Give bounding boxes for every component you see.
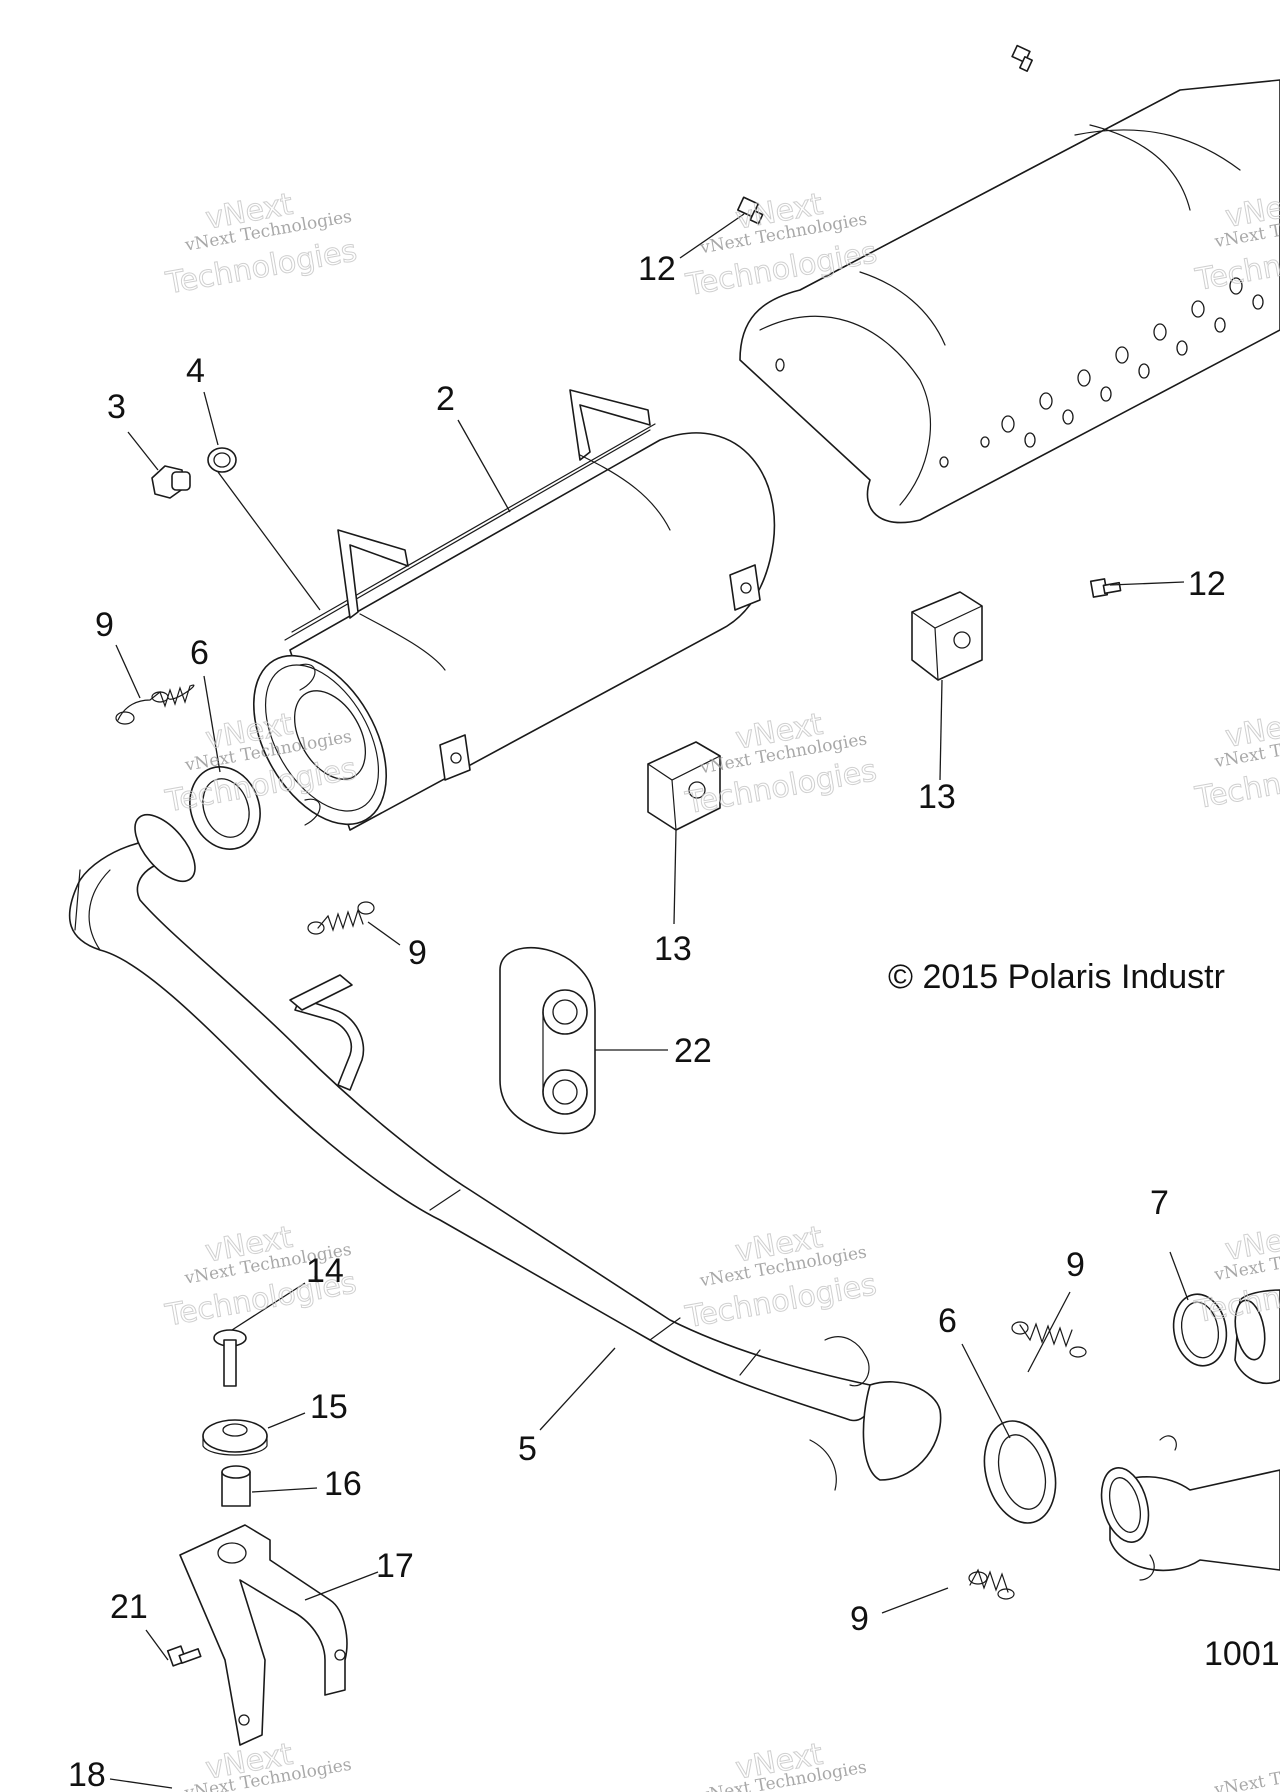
- callout-13-upper: 13: [918, 778, 956, 816]
- callout-21: 21: [110, 1588, 148, 1626]
- callout-3: 3: [107, 388, 126, 426]
- callout-12-upper: 12: [638, 250, 676, 288]
- heat-shield-vent-holes: [775, 277, 1264, 468]
- callout-6-left: 6: [190, 634, 209, 672]
- gasket-7: [1172, 1293, 1228, 1367]
- leader-lines: [109, 213, 1189, 1789]
- spring-9-right-lower: [968, 1568, 1015, 1600]
- muffler: [252, 389, 776, 831]
- callout-14: 14: [306, 1252, 344, 1290]
- callout-15: 15: [310, 1388, 348, 1426]
- isolator-13-upper: [911, 591, 983, 681]
- callout-numbers: 3 4 2 9 6 12 12 13 13 9 22 5 14 15 16 17…: [68, 250, 1226, 1792]
- watermark-bottom-left: vNext vNext Technologies: [182, 1736, 353, 1792]
- callout-2: 2: [436, 380, 455, 418]
- heat-shield: [739, 79, 1280, 524]
- header-pipe-right: [1100, 1435, 1280, 1581]
- callout-5: 5: [518, 1430, 537, 1468]
- svg-text:vNext Technologies: vNext Technologies: [1212, 1751, 1280, 1792]
- callout-13-lower: 13: [654, 930, 692, 968]
- spring-9-right-upper: [1011, 1321, 1087, 1358]
- watermark-low-right: vNext vNext Technologies Technologies: [1191, 1218, 1280, 1331]
- bolt-21: [166, 1645, 202, 1667]
- bolt-12-top: [1011, 44, 1033, 72]
- callout-18: 18: [68, 1756, 106, 1792]
- isolator-13-lower: [647, 741, 721, 831]
- rivet-14: [213, 1329, 247, 1387]
- callout-9-right-lower: 9: [850, 1600, 869, 1638]
- watermark-low-center: vNext vNext Technologies Technologies: [682, 1219, 880, 1335]
- callout-4: 4: [186, 352, 205, 390]
- callout-6-right: 6: [938, 1302, 957, 1340]
- callout-9-left: 9: [95, 606, 114, 644]
- watermark-mid-left: vNext vNext Technologies Technologies: [162, 706, 360, 820]
- watermark-mid-right: vNext vNext Technologies Technologies: [1192, 705, 1280, 817]
- callout-16: 16: [324, 1465, 362, 1503]
- callout-9-center: 9: [408, 934, 427, 972]
- watermark-bottom-right: vNext Technologies: [1212, 1751, 1280, 1792]
- copyright-notice: © 2015 Polaris Industr: [888, 958, 1225, 996]
- spring-9-center: [307, 901, 375, 935]
- callout-7: 7: [1150, 1184, 1169, 1222]
- plug-cap-3: [151, 465, 191, 499]
- washer-15: [202, 1419, 268, 1456]
- bolt-12-right: [1089, 578, 1122, 598]
- gasket-6-right: [983, 1420, 1057, 1524]
- watermark-mid-center: vNext vNext Technologies Technologies: [682, 706, 880, 821]
- bracket-17: [179, 1524, 348, 1746]
- isolator-22: [499, 946, 596, 1135]
- diagram-id: 1001: [1204, 1635, 1280, 1673]
- watermark-top-left: vNext vNext Technologies Technologies: [162, 186, 360, 302]
- callout-17: 17: [376, 1547, 414, 1585]
- gasket-6-left: [189, 766, 261, 850]
- washer-4: [207, 447, 237, 473]
- bolt-12-shield-upper: [736, 196, 764, 225]
- callout-12-right: 12: [1188, 565, 1226, 603]
- callout-9-right-upper: 9: [1066, 1246, 1085, 1284]
- watermark-bottom-center: vNext vNext Technologies: [697, 1736, 868, 1792]
- y-pipe-right: [1234, 1289, 1280, 1385]
- spring-9-left: [115, 684, 195, 725]
- callout-22: 22: [674, 1032, 712, 1070]
- spacer-16: [221, 1465, 251, 1507]
- exhaust-pipe: [68, 813, 942, 1491]
